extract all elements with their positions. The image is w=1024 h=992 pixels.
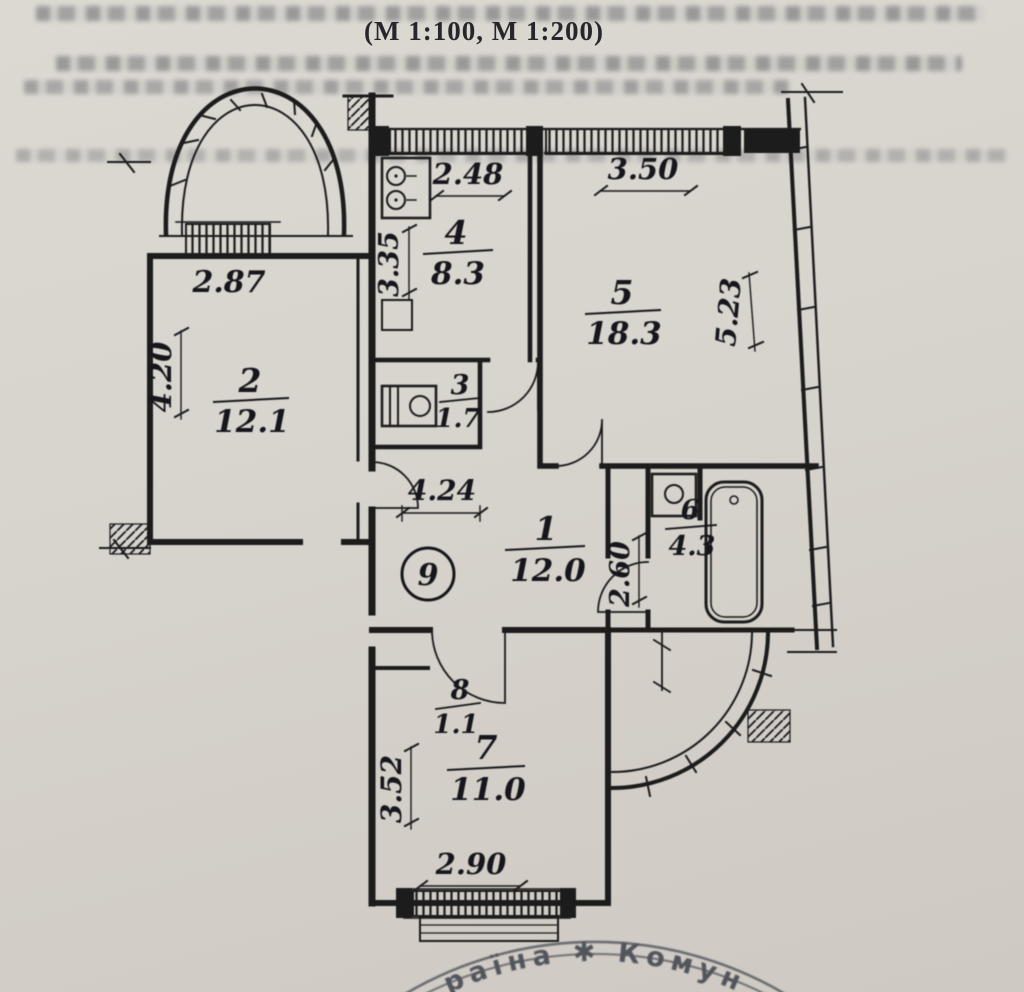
room-1-label: 1 12.0 [504, 509, 586, 589]
room-8-label: 8 1.1 [433, 675, 482, 740]
window-room2 [185, 223, 271, 255]
bathtub-icon [704, 480, 764, 624]
scale-note: (М 1:100, М 1:200) [364, 16, 604, 46]
room-5-number: 5 [611, 273, 634, 312]
faded-text-line-3 [24, 80, 790, 94]
door-arc-room5 [555, 419, 603, 467]
room-8-area: 1.1 [433, 710, 478, 740]
window-room5 [545, 128, 725, 155]
room-1-number: 1 [535, 509, 558, 548]
dimension-room2-width: 2.87 [191, 265, 265, 300]
room-4-label: 4 8.3 [422, 213, 494, 292]
dimension-room7-width: 2.90 [435, 847, 507, 881]
dimension-room5-depth: 5.23 [709, 277, 748, 348]
kitchen-cabinet-icon [381, 299, 413, 331]
faded-text-line-2 [56, 56, 962, 71]
stamp-text: раїна ✱ Комун [439, 937, 745, 992]
door-arc-kitchen [487, 361, 539, 413]
dimension-kitchen-depth: 3.35 [374, 231, 405, 297]
room-2-area: 12.1 [214, 404, 290, 440]
bay-window-arc [609, 629, 837, 798]
room-1-area: 12.0 [510, 553, 586, 589]
wall-piers [372, 126, 800, 918]
room-labels: 2 12.1 4 8.3 5 18.3 3 1.7 [212, 213, 717, 808]
room-4-area: 8.3 [430, 256, 485, 292]
sink-icon [650, 472, 698, 518]
room-3-label: 3 1.7 [435, 370, 481, 434]
room-7-area: 11.0 [450, 772, 526, 808]
balcony-arc [159, 86, 375, 237]
svg-text:раїна ✱ Комун: раїна ✱ Комун [439, 937, 751, 992]
cupboard-mark: 9 [400, 546, 456, 602]
window-room7 [412, 890, 562, 917]
room-6-area: 4.3 [669, 531, 716, 562]
faded-text-line-1 [36, 6, 984, 21]
dimension-room5-width: 3.50 [608, 152, 679, 186]
cupboard-mark-number: 9 [418, 558, 439, 593]
stove-icon [380, 156, 432, 220]
room-7-number: 7 [475, 728, 498, 767]
dimension-room2-depth: 4.20 [144, 342, 178, 413]
room-2-number: 2 [238, 361, 262, 400]
room-7-label: 7 11.0 [446, 728, 526, 808]
dimension-hall-width: 4.24 [408, 474, 476, 507]
steps-icon [419, 916, 559, 942]
fixtures [380, 156, 764, 942]
walls [147, 92, 835, 907]
room-5-label: 5 18.3 [584, 273, 662, 352]
threshold-ticks [652, 629, 672, 694]
room-3-area: 1.7 [435, 404, 480, 434]
washbasin-icon [380, 384, 438, 428]
plan-ink: 2 12.1 4 8.3 5 18.3 3 1.7 [99, 82, 843, 942]
room-3-number: 3 [451, 370, 470, 401]
room-5-area: 18.3 [586, 316, 662, 352]
door-arc-room7 [431, 629, 506, 704]
room-4-number: 4 [445, 213, 468, 252]
dimension-room7-depth: 3.52 [375, 755, 408, 823]
door-arcs [371, 361, 649, 704]
dimension-lines [99, 82, 843, 892]
round-stamp: раїна ✱ Комун [405, 937, 785, 992]
dimension-kitchen-width: 2.48 [432, 157, 504, 191]
dimension-texts: 2.87 4.20 2.48 3.35 3.50 5.23 4.24 2.60 … [144, 152, 748, 881]
door-arc-room2 [371, 461, 419, 509]
room-6-label: 6 4.3 [665, 495, 717, 562]
dimension-bath-depth: 2.60 [605, 541, 636, 608]
room-6-number: 6 [681, 495, 700, 526]
window-kitchen [389, 128, 529, 155]
room-8-number: 8 [450, 675, 470, 706]
windows [175, 126, 800, 919]
room-2-label: 2 12.1 [212, 361, 290, 440]
